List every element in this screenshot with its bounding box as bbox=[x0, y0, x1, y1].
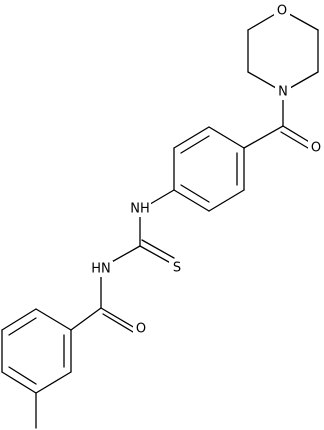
bond bbox=[1, 371, 37, 394]
bond bbox=[100, 307, 136, 329]
bond bbox=[208, 189, 245, 212]
atom-label-thiourea-upper-nh: NH bbox=[129, 201, 151, 217]
atom-label-thione-sulfur: S bbox=[169, 260, 185, 276]
bond bbox=[173, 126, 210, 149]
bond bbox=[35, 371, 72, 394]
bond bbox=[8, 366, 37, 385]
hn-label: HN bbox=[91, 262, 111, 277]
oxygen-label: O bbox=[311, 141, 321, 156]
atom-label-morpholine-oxygen: O bbox=[274, 3, 290, 19]
bond bbox=[173, 189, 210, 212]
oxygen-label: O bbox=[136, 322, 146, 337]
bond bbox=[102, 313, 134, 333]
bond bbox=[280, 131, 314, 152]
oxygen-label: O bbox=[277, 4, 287, 19]
atom-label-upper-carbonyl-oxygen: O bbox=[308, 140, 324, 156]
bond bbox=[1, 308, 37, 331]
bond bbox=[208, 126, 245, 149]
atom-label-morpholine-nitrogen: N bbox=[275, 84, 291, 100]
bond bbox=[70, 307, 102, 331]
atom-label-lower-carbonyl-oxygen: O bbox=[133, 321, 149, 337]
bond bbox=[180, 184, 210, 203]
bond bbox=[243, 125, 284, 149]
atom-label-thiourea-lower-nh: HN bbox=[89, 261, 113, 277]
toluoyl-ring-bonds bbox=[1, 308, 72, 429]
upper-carbonyl-bonds bbox=[243, 91, 317, 152]
nh-label: NH bbox=[130, 202, 150, 217]
sulfur-label: S bbox=[173, 261, 181, 276]
lower-amide-bonds bbox=[70, 267, 136, 333]
bond bbox=[141, 239, 175, 259]
bond bbox=[35, 308, 72, 331]
bond bbox=[180, 135, 210, 154]
bond bbox=[8, 317, 37, 336]
morpholine-ring-bonds bbox=[247, 9, 319, 93]
nitrogen-label: N bbox=[278, 85, 288, 100]
para-phenylene-ring-bonds bbox=[173, 126, 245, 212]
